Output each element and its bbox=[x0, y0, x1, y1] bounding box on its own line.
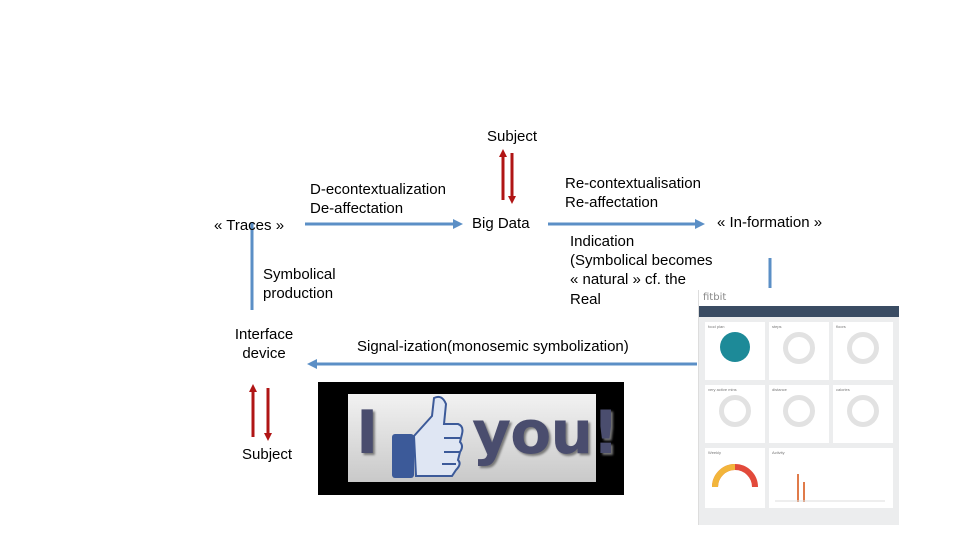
subject-top-label: Subject bbox=[487, 128, 538, 145]
tile-title: food plan bbox=[708, 324, 725, 329]
tile-title: steps bbox=[772, 324, 782, 329]
signalization-label: Signal-ization(monosemic symbolization) bbox=[357, 338, 629, 355]
subject-bottom-label: Subject bbox=[242, 446, 293, 463]
dashboard-tile: calories bbox=[833, 385, 893, 443]
food-icon bbox=[720, 332, 750, 362]
indication-line-3: « natural » cf. the bbox=[570, 271, 686, 288]
like-you-image: I you! bbox=[318, 382, 624, 495]
tile-title: calories bbox=[836, 387, 850, 392]
indication-line-4: Real bbox=[570, 291, 601, 308]
activity-bar bbox=[803, 482, 805, 502]
traces-label: « Traces » bbox=[214, 217, 285, 234]
weekly-gauge bbox=[712, 464, 758, 488]
thumbs-up-icon bbox=[392, 395, 464, 478]
tile-title: distance bbox=[772, 387, 787, 392]
recontextualisation-label: Re-contextualisation bbox=[565, 175, 701, 192]
dashboard-tile: distance bbox=[769, 385, 829, 443]
active-mins-gauge bbox=[719, 395, 751, 427]
calories-gauge bbox=[847, 395, 879, 427]
distance-gauge bbox=[783, 395, 815, 427]
interface-line-1: Interface bbox=[234, 326, 294, 343]
dashboard-tile: Weekly bbox=[705, 448, 765, 508]
symbolical-line-2: production bbox=[263, 285, 334, 302]
tile-title: floors bbox=[836, 324, 846, 329]
tile-title: Weekly bbox=[708, 450, 722, 455]
floors-gauge bbox=[847, 332, 879, 364]
activity-bar bbox=[797, 474, 799, 502]
dashboard-tile: steps bbox=[769, 322, 829, 380]
indication-line-1: Indication bbox=[570, 233, 635, 250]
fitbit-logo: fitbit bbox=[703, 292, 727, 303]
big-data-label: Big Data bbox=[472, 215, 530, 232]
symbolical-line-1: Symbolical bbox=[263, 266, 336, 283]
interface-line-2: device bbox=[242, 345, 286, 362]
steps-gauge bbox=[783, 332, 815, 364]
reaffectation-label: Re-affectation bbox=[565, 194, 659, 211]
like-left-text: I bbox=[356, 398, 378, 468]
information-label: « In-formation » bbox=[717, 214, 823, 231]
deaffectation-label: De-affectation bbox=[310, 200, 404, 217]
dashboard-top-bar: fitbit bbox=[699, 290, 899, 306]
dashboard-tile: Activity bbox=[769, 448, 893, 508]
indication-line-2: (Symbolical becomes bbox=[570, 252, 713, 269]
dashboard-tile: very active mins bbox=[705, 385, 765, 443]
dashboard-tile: floors bbox=[833, 322, 893, 380]
like-right-text: you! bbox=[472, 398, 619, 468]
decontextualization-label: D-econtextualization bbox=[310, 181, 446, 198]
activity-bar-chart bbox=[775, 474, 885, 502]
tile-title: very active mins bbox=[708, 387, 737, 392]
fitbit-dashboard-image: fitbit food plan steps floors very activ… bbox=[698, 290, 899, 525]
dashboard-tile: food plan bbox=[705, 322, 765, 380]
dashboard-nav-bar bbox=[699, 306, 899, 317]
tile-title: Activity bbox=[772, 450, 785, 455]
